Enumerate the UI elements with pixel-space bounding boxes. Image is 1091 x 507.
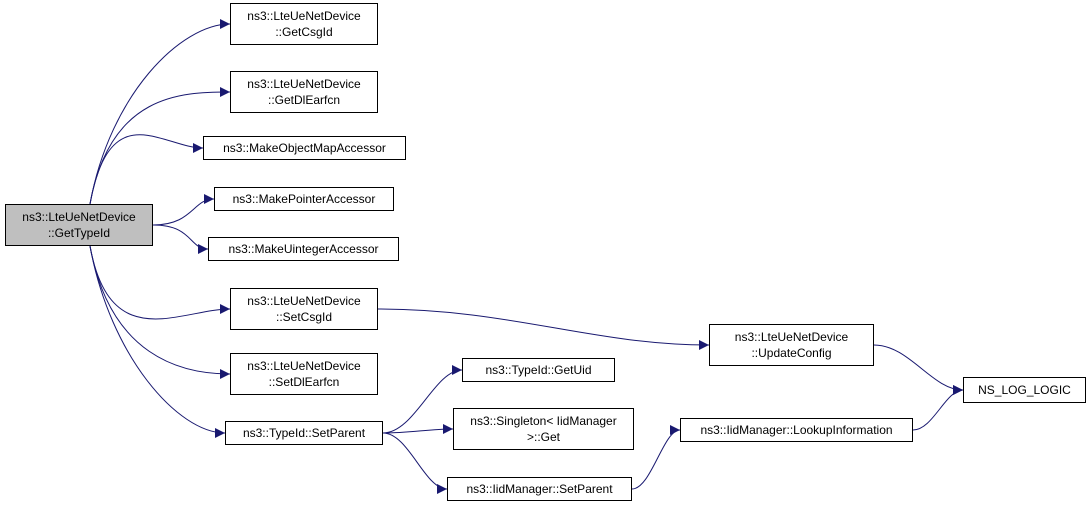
node-label: >::Get	[526, 430, 561, 444]
node-label: ::GetDlEarfcn	[267, 93, 341, 107]
node-label: ns3::LteUeNetDevice	[22, 210, 136, 224]
edge-getTypeId-to-makeObjectMap	[89, 134, 204, 205]
node-label: ns3::MakeUintegerAccessor	[228, 242, 379, 256]
node-setCsgId[interactable]: ns3::LteUeNetDevice::SetCsgId	[230, 288, 378, 330]
node-makeObjectMap[interactable]: ns3::MakeObjectMapAccessor	[203, 136, 406, 160]
edge-iidSetParent-to-lookupInfo	[631, 425, 681, 490]
node-getTypeId[interactable]: ns3::LteUeNetDevice::GetTypeId	[5, 204, 153, 246]
node-setParent[interactable]: ns3::TypeId::SetParent	[225, 421, 383, 445]
node-makeUinteger[interactable]: ns3::MakeUintegerAccessor	[208, 237, 399, 261]
node-label: ::SetCsgId	[275, 310, 333, 324]
node-makePointer[interactable]: ns3::MakePointerAccessor	[214, 187, 394, 211]
node-label: ns3::Singleton< IidManager	[470, 414, 617, 428]
node-label: ns3::TypeId::GetUid	[485, 363, 592, 377]
node-setDlEarfcn[interactable]: ns3::LteUeNetDevice::SetDlEarfcn	[230, 353, 378, 395]
node-label: ns3::IidManager::LookupInformation	[700, 423, 893, 437]
edge-lookupInfo-to-nsLogLogic	[912, 385, 964, 431]
node-label: ns3::LteUeNetDevice	[734, 330, 849, 344]
node-label: ns3::MakeObjectMapAccessor	[223, 141, 386, 155]
edge-getTypeId-to-getCsgId	[89, 19, 231, 205]
node-label: ns3::IidManager::SetParent	[466, 482, 613, 496]
edge-getTypeId-to-setDlEarfcn	[89, 245, 231, 379]
node-iidSetParent[interactable]: ns3::IidManager::SetParent	[447, 477, 632, 501]
edge-getTypeId-to-setParent	[89, 245, 226, 438]
node-lookupInfo[interactable]: ns3::IidManager::LookupInformation	[680, 418, 913, 442]
node-label: ns3::TypeId::SetParent	[242, 426, 366, 440]
edge-setParent-to-getUid	[382, 365, 463, 434]
node-getDlEarfcn[interactable]: ns3::LteUeNetDevice::GetDlEarfcn	[230, 71, 378, 113]
edge-setParent-to-singletonGet	[382, 424, 454, 435]
node-label: ::UpdateConfig	[751, 346, 832, 360]
node-nsLogLogic[interactable]: NS_LOG_LOGIC	[963, 377, 1086, 403]
node-label: ns3::LteUeNetDevice	[247, 359, 361, 373]
node-getUid[interactable]: ns3::TypeId::GetUid	[462, 358, 615, 382]
node-label: NS_LOG_LOGIC	[978, 383, 1071, 397]
edge-getTypeId-to-makeUinteger	[152, 224, 209, 254]
edge-getTypeId-to-setCsgId	[89, 245, 231, 320]
node-label: ns3::MakePointerAccessor	[232, 192, 376, 206]
node-singletonGet[interactable]: ns3::Singleton< IidManager>::Get	[453, 408, 634, 450]
edge-getTypeId-to-makePointer	[152, 194, 215, 226]
node-label: ::SetDlEarfcn	[268, 375, 340, 389]
node-label: ::GetTypeId	[47, 226, 111, 240]
node-updateConfig[interactable]: ns3::LteUeNetDevice::UpdateConfig	[709, 324, 874, 366]
node-label: ::GetCsgId	[275, 25, 333, 39]
edge-setParent-to-iidSetParent	[382, 432, 448, 494]
node-label: ns3::LteUeNetDevice	[247, 294, 361, 308]
node-label: ns3::LteUeNetDevice	[247, 9, 361, 23]
node-getCsgId[interactable]: ns3::LteUeNetDevice::GetCsgId	[230, 3, 378, 45]
node-label: ns3::LteUeNetDevice	[247, 77, 361, 91]
edge-setCsgId-to-updateConfig	[377, 308, 710, 350]
